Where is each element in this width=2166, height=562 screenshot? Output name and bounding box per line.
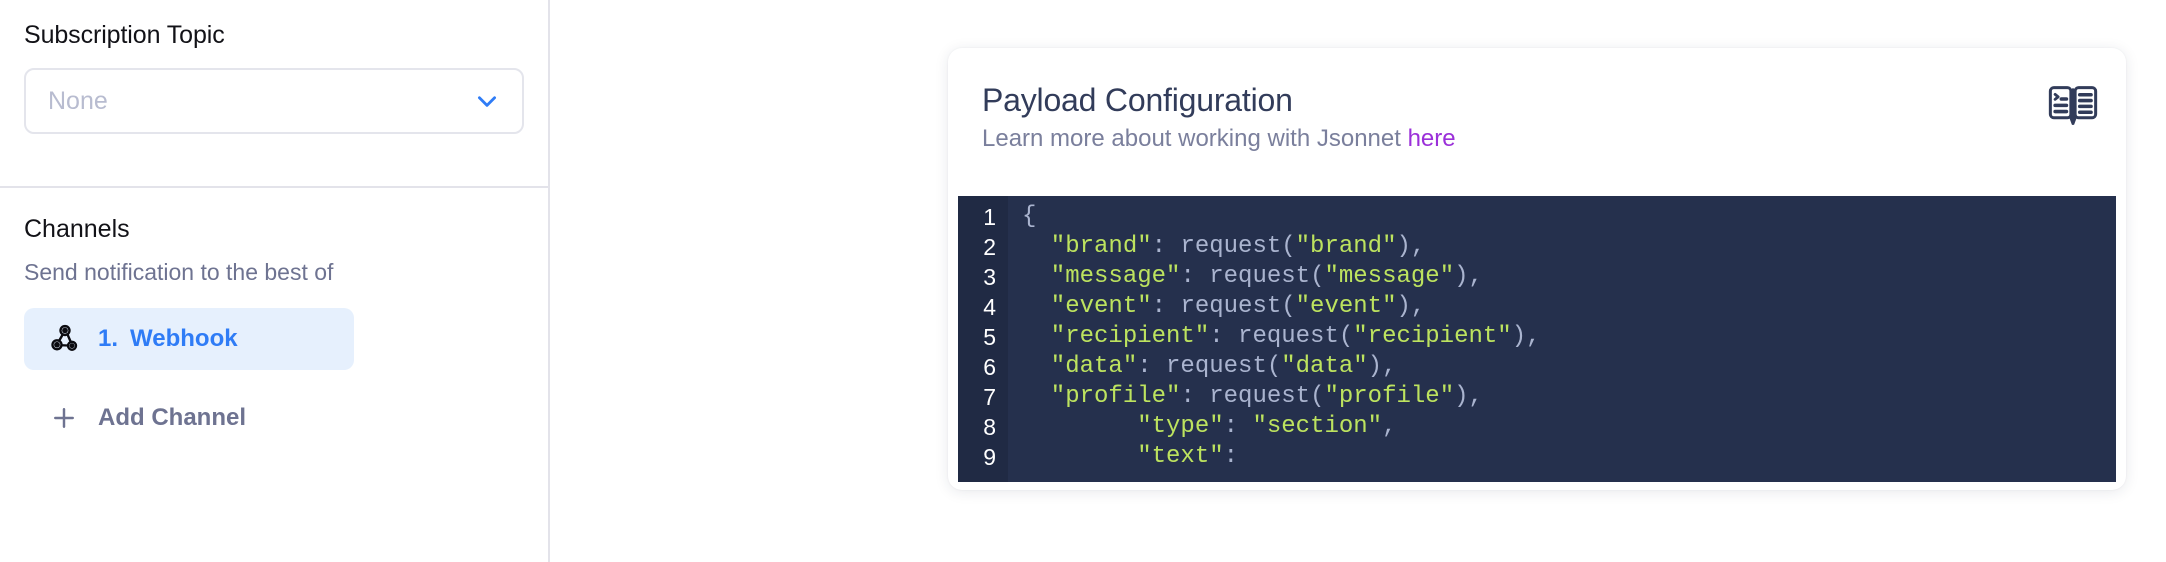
code-line-text: "event": request("event"), (1022, 293, 1426, 320)
code-line-text: "profile": request("profile"), (1022, 383, 1483, 410)
docs-button[interactable] (2046, 82, 2100, 128)
line-number: 1 (983, 204, 996, 230)
book-terminal-icon (2048, 86, 2098, 125)
subscription-topic-value: None (48, 86, 108, 115)
card-subtitle-text: Learn more about working with Jsonnet (982, 125, 1408, 152)
code-lines[interactable]: 1{2 "brand": request("brand"),3 "message… (958, 202, 2116, 472)
jsonnet-docs-link[interactable]: here (1407, 125, 1456, 152)
code-line[interactable]: 6 "data": request("data"), (958, 352, 2116, 382)
line-number: 9 (983, 444, 996, 470)
code-line[interactable]: 7 "profile": request("profile"), (958, 382, 2116, 412)
code-line-text: "data": request("data"), (1022, 353, 1397, 380)
channels-section: Channels Send notification to the best o… (0, 188, 548, 438)
subscription-topic-label: Subscription Topic (24, 21, 225, 49)
payload-configuration-card: Payload Configuration Learn more about w… (948, 48, 2126, 490)
page-title: Payload Configuration (982, 82, 1293, 118)
code-line-text: "brand": request("brand"), (1022, 233, 1426, 260)
line-number: 5 (983, 324, 996, 350)
code-line[interactable]: 9 "text": (958, 442, 2116, 472)
channel-item-webhook[interactable]: 1. Webhook (24, 308, 354, 370)
channel-item-index: 1. (98, 325, 119, 352)
code-line[interactable]: 4 "event": request("event"), (958, 292, 2116, 322)
channel-item-label: Webhook (130, 325, 238, 352)
code-line-text: "type": "section", (1022, 413, 1397, 440)
line-number: 4 (983, 294, 996, 320)
code-line[interactable]: 2 "brand": request("brand"), (958, 232, 2116, 262)
line-number: 8 (983, 414, 996, 440)
code-line-text: { (1022, 203, 1037, 230)
card-header: Payload Configuration Learn more about w… (948, 48, 2126, 155)
subscription-topic-section: Subscription Topic None (0, 0, 548, 188)
line-number: 6 (983, 354, 996, 380)
jsonnet-code-editor[interactable]: 1{2 "brand": request("brand"),3 "message… (958, 196, 2116, 482)
subscription-topic-select[interactable]: None (24, 68, 524, 134)
add-channel-button[interactable]: Add Channel (24, 398, 524, 438)
code-line[interactable]: 8 "type": "section", (958, 412, 2116, 442)
chevron-down-icon[interactable] (474, 88, 500, 114)
code-line[interactable]: 1{ (958, 202, 2116, 232)
code-line-text: "text": (1022, 443, 1239, 470)
channels-subtitle: Send notification to the best of (24, 259, 334, 285)
line-number: 2 (983, 234, 996, 260)
plus-icon (50, 404, 78, 432)
line-number: 3 (983, 264, 996, 290)
code-line-text: "recipient": request("recipient"), (1022, 323, 1541, 350)
webhook-icon (50, 324, 80, 354)
line-number: 7 (983, 384, 996, 410)
settings-sidebar: Subscription Topic None Channels Send no… (0, 0, 550, 562)
add-channel-label: Add Channel (98, 404, 246, 431)
channels-heading: Channels (24, 215, 130, 243)
code-line-text: "message": request("message"), (1022, 263, 1483, 290)
code-line[interactable]: 5 "recipient": request("recipient"), (958, 322, 2116, 352)
line-number-gutter (958, 196, 1008, 482)
card-subtitle: Learn more about working with Jsonnet he… (982, 123, 2092, 155)
code-line[interactable]: 3 "message": request("message"), (958, 262, 2116, 292)
